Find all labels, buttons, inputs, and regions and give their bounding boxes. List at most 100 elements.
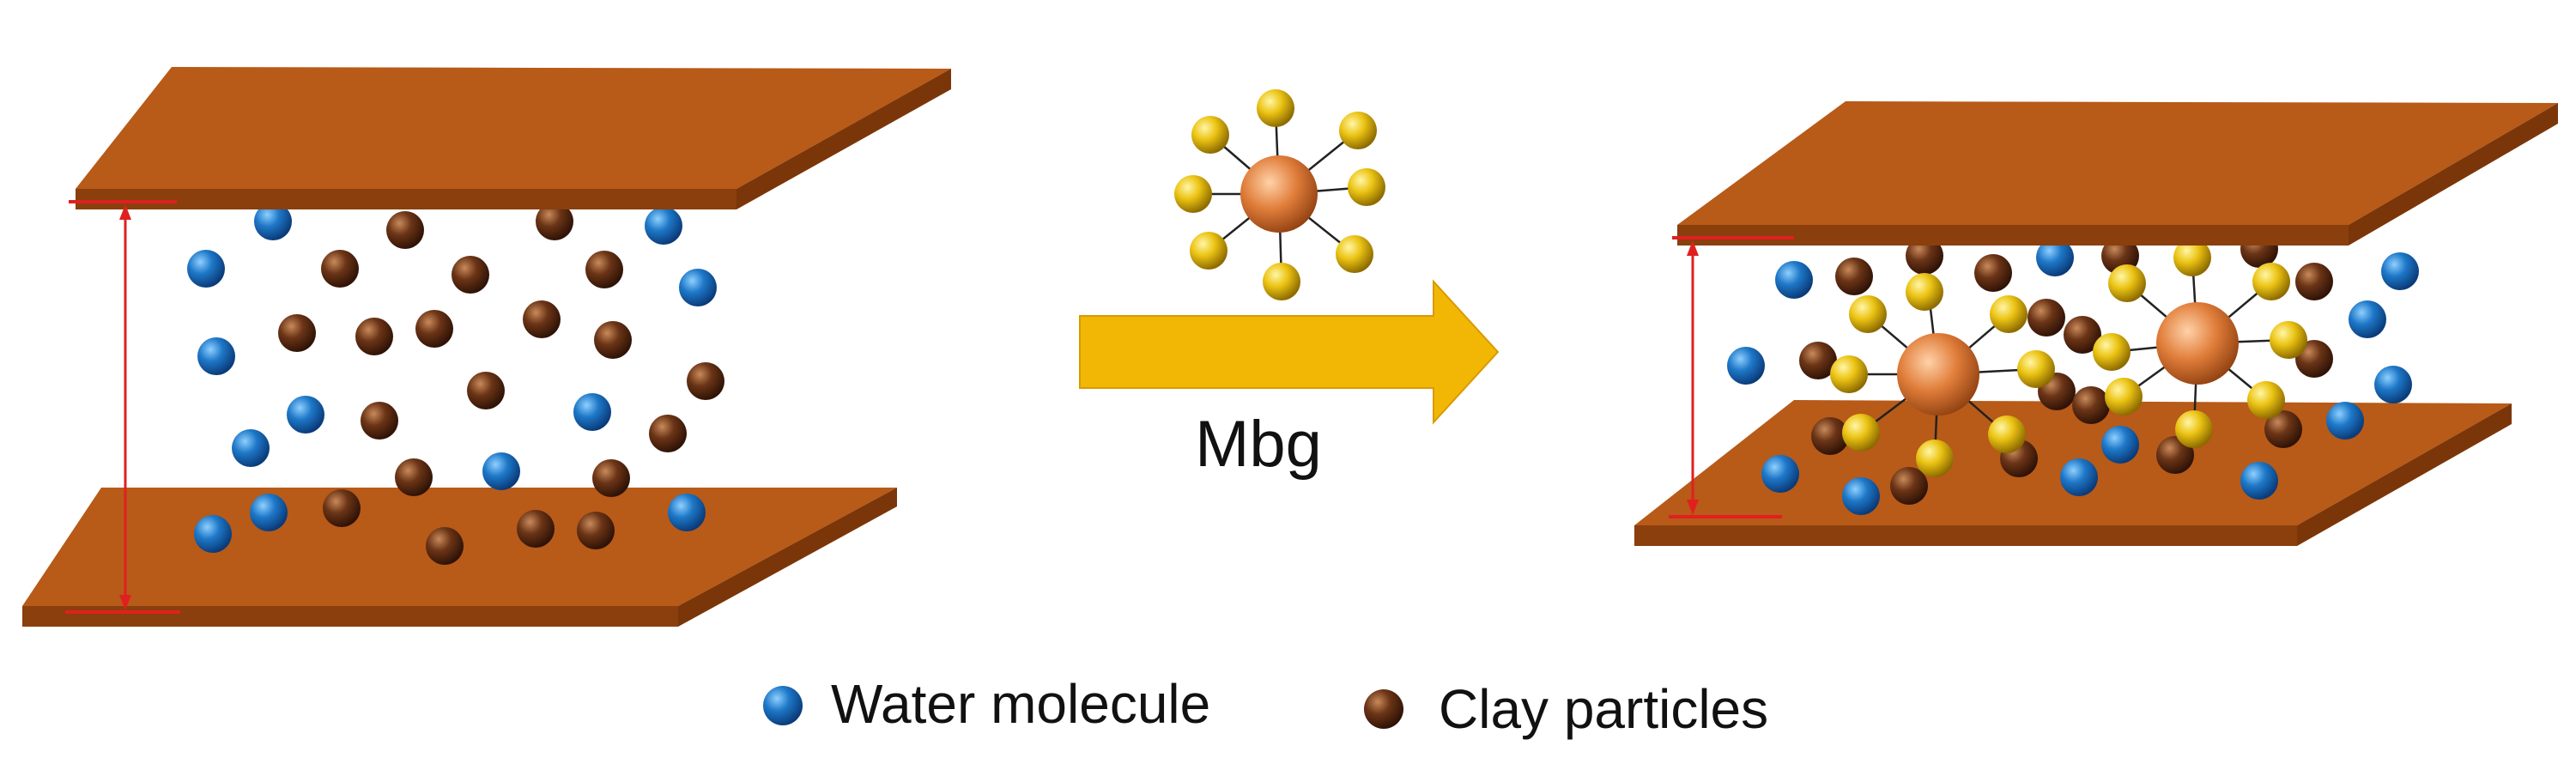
clay-particle [467, 372, 505, 409]
water-molecule [573, 393, 611, 431]
water-molecule [254, 203, 292, 240]
clay-particle [386, 211, 424, 249]
clay-particle [687, 362, 724, 400]
water-molecule [645, 207, 682, 245]
water-molecule-icon [763, 686, 803, 725]
legend-item-water: Water molecule [763, 673, 1210, 735]
clay-particle [2027, 299, 2065, 337]
gold-ligand-sphere [2175, 410, 2213, 448]
clay-particle [395, 458, 433, 496]
legend-label-water: Water molecule [831, 673, 1210, 735]
water-molecule [679, 269, 717, 306]
clay-particle [536, 203, 573, 240]
gold-ligand-sphere [2093, 333, 2131, 371]
gold-ligand-sphere [1263, 263, 1300, 300]
gold-ligand-sphere [1190, 232, 1227, 270]
gold-ligand-sphere [1988, 415, 2026, 453]
gold-ligand-sphere [1842, 414, 1880, 452]
mbg-core-sphere [2156, 302, 2239, 385]
clay-particle [585, 251, 623, 288]
water-molecule [482, 452, 520, 490]
gold-ligand-sphere [2247, 381, 2285, 419]
legend: Water molecule Clay particles [763, 673, 1768, 740]
clay-particle [517, 510, 555, 548]
clay-particle [1906, 237, 1943, 275]
clay-particle [2064, 316, 2101, 354]
water-molecule [1727, 347, 1765, 385]
clay-particle [1799, 342, 1837, 379]
water-molecule [1761, 455, 1799, 493]
clay-particle [1835, 258, 1873, 295]
gold-ligand-sphere [1191, 116, 1229, 154]
clay-particle [2295, 263, 2333, 300]
legend-item-clay: Clay particles [1364, 678, 1768, 740]
water-molecule [197, 337, 235, 375]
water-molecule [2326, 402, 2364, 440]
clay-particle [452, 256, 489, 294]
clay-particle [426, 527, 464, 565]
gold-ligand-sphere [1174, 175, 1212, 213]
clay-particle [2072, 386, 2110, 424]
water-molecule [250, 494, 288, 531]
clay-particle [649, 415, 687, 452]
clay-particle-icon [1364, 689, 1403, 729]
gold-ligand-sphere [1990, 295, 2027, 333]
mbg-core-sphere [1897, 333, 1979, 415]
gold-ligand-sphere [2173, 239, 2211, 276]
water-molecule [2060, 458, 2098, 496]
gold-ligand-sphere [1257, 89, 1294, 127]
clay-particle [355, 318, 393, 355]
water-molecule [668, 494, 706, 531]
clay-particle [278, 314, 316, 352]
water-molecule [287, 396, 324, 434]
arrow-label: Mbg [1195, 408, 1322, 481]
gold-ligand-sphere [2108, 264, 2146, 302]
gold-ligand-sphere [1830, 355, 1868, 393]
gold-ligand-sphere [1348, 168, 1385, 206]
gold-ligand-sphere [2252, 263, 2290, 300]
left-water-molecules [187, 203, 717, 553]
gold-ligand-sphere [1906, 273, 1943, 311]
left-clay-particles [278, 203, 724, 565]
right-gold-ligands [1830, 239, 2307, 477]
gold-ligand-sphere [1336, 235, 1373, 273]
gold-ligand-sphere [1916, 440, 1954, 477]
clay-particle [523, 300, 561, 338]
left-top-clay-plate [76, 67, 951, 209]
right-interlayer-distance-marker [1669, 236, 1794, 518]
water-molecule [232, 429, 270, 467]
mbg-molecule-icon [1174, 89, 1385, 300]
gold-ligand-sphere [2270, 321, 2307, 359]
gold-ligand-sphere [2017, 350, 2055, 388]
water-molecule [2374, 366, 2412, 403]
clay-particle [415, 310, 453, 348]
water-molecule [2381, 252, 2419, 290]
right-water-molecules [1727, 239, 2419, 515]
water-molecule [2240, 462, 2278, 500]
clay-particle [1890, 467, 1928, 505]
gold-ligand-sphere [1849, 295, 1887, 333]
gold-ligand-sphere [2105, 378, 2143, 415]
water-molecule [1842, 477, 1880, 515]
clay-particle [321, 250, 359, 288]
water-molecule [187, 250, 225, 288]
water-molecule [2036, 239, 2074, 276]
water-molecule [2349, 300, 2386, 338]
gold-ligand-sphere [1339, 112, 1377, 149]
right-clay-layer-after [1634, 101, 2558, 546]
clay-particle [1974, 254, 2012, 292]
clay-particle [1811, 417, 1849, 455]
clay-particle [323, 489, 361, 527]
water-molecule [2101, 426, 2139, 464]
mbg-core-sphere [1240, 155, 1318, 233]
reaction-arrow [1079, 279, 1500, 425]
clay-particle [592, 459, 630, 497]
clay-particle [361, 402, 398, 440]
right-top-clay-plate [1677, 101, 2558, 246]
legend-label-clay: Clay particles [1439, 678, 1768, 740]
clay-particle [594, 321, 632, 359]
left-interlayer-distance-marker [65, 200, 180, 614]
water-molecule [194, 515, 232, 553]
water-molecule [1775, 261, 1813, 299]
